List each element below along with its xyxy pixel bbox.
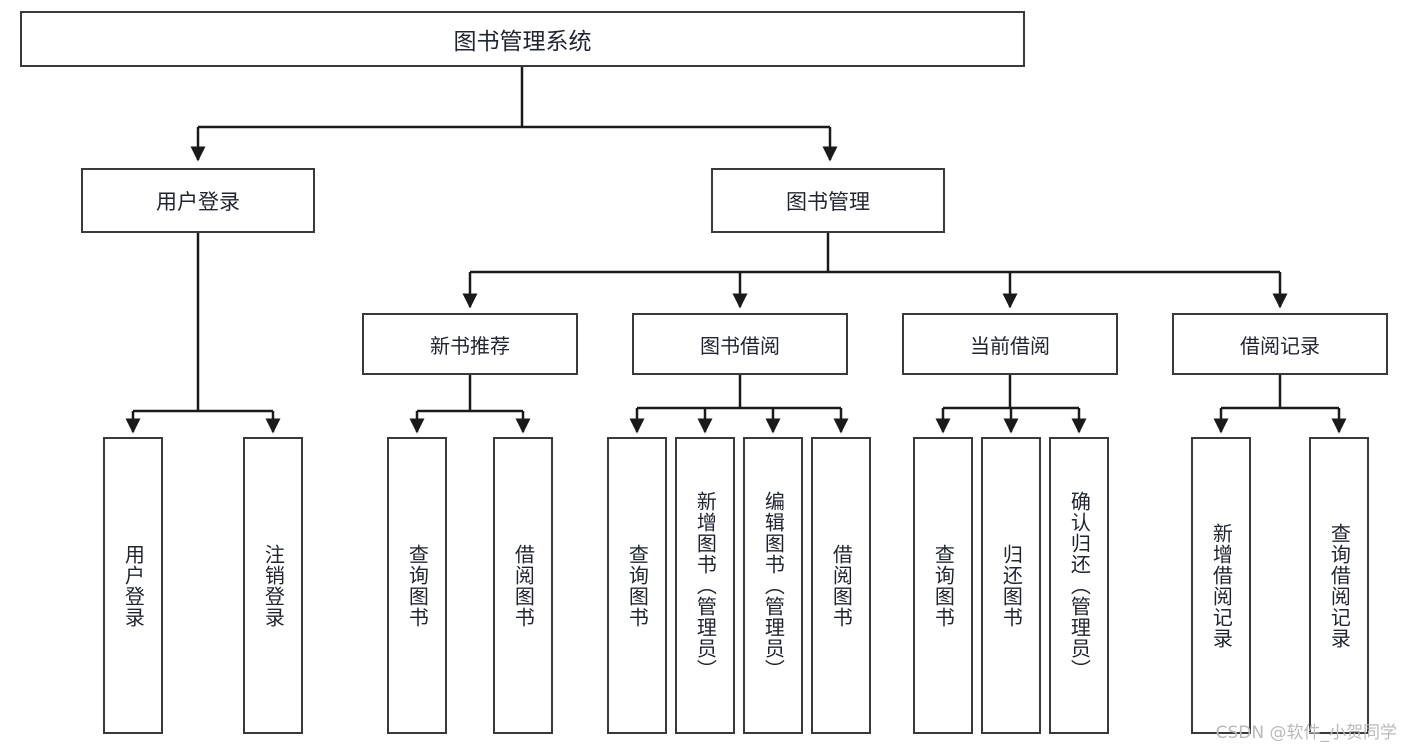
node-leaf-confirm-return[interactable]: 确认归还（管理员）	[1049, 437, 1109, 734]
node-label: 借阅图书	[829, 543, 854, 628]
node-new-book-recommend[interactable]: 新书推荐	[362, 313, 578, 375]
watermark-text: CSDN @软件_小贺同学	[1215, 723, 1397, 743]
node-leaf-add-record[interactable]: 新增借阅记录	[1191, 437, 1251, 734]
node-label: 新书推荐	[430, 333, 510, 358]
node-label: 新增借阅记录	[1209, 522, 1234, 649]
node-label: 编辑图书（管理员）	[761, 491, 786, 680]
node-current-borrow[interactable]: 当前借阅	[902, 313, 1118, 375]
node-leaf-query-book-2[interactable]: 查询图书	[607, 437, 667, 734]
node-label: 查询图书	[625, 543, 650, 628]
node-leaf-query-book-1[interactable]: 查询图书	[387, 437, 447, 734]
node-label: 新增图书（管理员）	[693, 491, 718, 680]
node-label: 查询图书	[405, 543, 430, 628]
node-borrow-record[interactable]: 借阅记录	[1172, 313, 1388, 375]
node-label: 注销登录	[261, 543, 286, 628]
node-root-system[interactable]: 图书管理系统	[20, 11, 1025, 67]
node-book-borrow[interactable]: 图书借阅	[632, 313, 848, 375]
node-label: 用户登录	[121, 543, 146, 628]
node-label: 图书管理	[786, 189, 870, 214]
node-leaf-edit-book[interactable]: 编辑图书（管理员）	[743, 437, 803, 734]
node-leaf-logout[interactable]: 注销登录	[243, 437, 303, 734]
node-leaf-borrow-book-1[interactable]: 借阅图书	[493, 437, 553, 734]
node-user-login[interactable]: 用户登录	[81, 168, 315, 233]
node-leaf-user-login[interactable]: 用户登录	[103, 437, 163, 734]
node-label: 借阅图书	[511, 543, 536, 628]
node-label: 用户登录	[156, 189, 240, 214]
node-leaf-borrow-book-2[interactable]: 借阅图书	[811, 437, 871, 734]
node-leaf-add-book[interactable]: 新增图书（管理员）	[675, 437, 735, 734]
node-book-management[interactable]: 图书管理	[711, 168, 945, 233]
node-leaf-query-record[interactable]: 查询借阅记录	[1309, 437, 1369, 734]
node-label: 查询图书	[931, 543, 956, 628]
node-label: 确认归还（管理员）	[1067, 491, 1092, 680]
node-label: 图书管理系统	[453, 29, 592, 55]
node-leaf-return-book[interactable]: 归还图书	[981, 437, 1041, 734]
node-label: 借阅记录	[1240, 333, 1320, 358]
node-label: 当前借阅	[970, 333, 1050, 358]
node-label: 查询借阅记录	[1327, 522, 1352, 649]
node-leaf-query-book-3[interactable]: 查询图书	[913, 437, 973, 734]
node-label: 图书借阅	[700, 333, 780, 358]
node-label: 归还图书	[999, 543, 1024, 628]
